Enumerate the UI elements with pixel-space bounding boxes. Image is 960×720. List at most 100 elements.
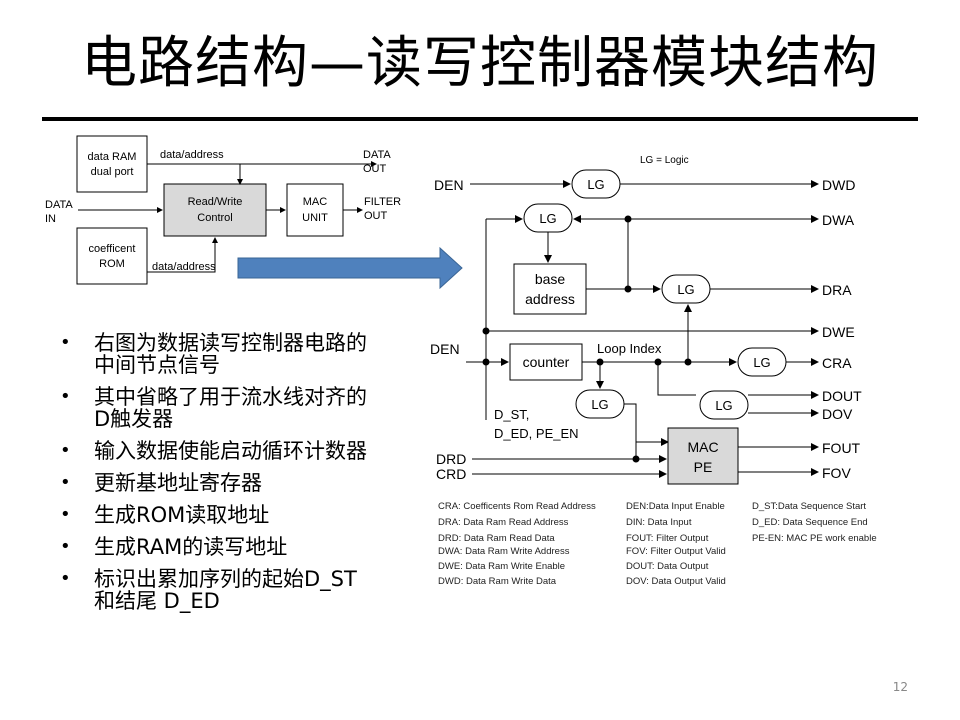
output-dwe: DWE bbox=[822, 324, 855, 340]
data-out-label-1: DATA bbox=[363, 149, 391, 161]
legend-item: DOV: Data Output Valid bbox=[626, 576, 726, 587]
bullet-item: • 生成RAM的读写地址 bbox=[58, 536, 378, 558]
data-in-label-2: IN bbox=[45, 213, 56, 225]
data-out-label-2: OUT bbox=[363, 163, 387, 175]
rw-control-block bbox=[163, 183, 267, 237]
junction-dot bbox=[482, 358, 490, 366]
lg-note: LG = Logic bbox=[640, 155, 689, 166]
output-dra: DRA bbox=[822, 282, 852, 298]
lg-block-dout bbox=[699, 390, 749, 420]
legend-item: DIN: Data Input bbox=[626, 517, 692, 528]
bullet-marker: • bbox=[60, 332, 71, 353]
transition-arrow bbox=[237, 246, 463, 290]
dst-label-1: D_ST, bbox=[494, 407, 529, 422]
bullet-item: • 输入数据使能启动循环计数器 bbox=[58, 440, 378, 462]
bullet-item: • 其中省略了用于流水线对齐的D触发器 bbox=[58, 386, 378, 430]
mac-unit-label-2: UNIT bbox=[302, 212, 328, 224]
output-dout: DOUT bbox=[822, 388, 862, 404]
lg-label: LG bbox=[587, 177, 604, 192]
data-in-label-1: DATA bbox=[45, 199, 73, 211]
dst-label-2: D_ED, PE_EN bbox=[494, 426, 579, 441]
data-ram-label-1: data RAM bbox=[88, 151, 137, 163]
bullet-item: • 右图为数据读写控制器电路的中间节点信号 bbox=[58, 332, 378, 376]
counter-label: counter bbox=[523, 354, 570, 370]
bullet-text: 生成ROM读取地址 bbox=[94, 503, 270, 527]
bullet-list: •右图为数据读写控制器电路的中间节点信号 •其中省略了用于流水线对齐的D触发器 … bbox=[58, 332, 378, 622]
title-divider bbox=[42, 117, 918, 121]
bullet-marker: • bbox=[60, 504, 71, 525]
data-ram-label-2: dual port bbox=[91, 166, 134, 178]
slide-title: 电路结构—读写控制器模块结构 bbox=[81, 31, 879, 96]
coef-rom-block bbox=[76, 227, 148, 285]
mac-pe-label-1: MAC bbox=[687, 439, 718, 455]
input-den-top: DEN bbox=[434, 177, 464, 193]
bullet-marker: • bbox=[60, 536, 71, 557]
base-address-label-2: address bbox=[525, 291, 575, 307]
base-address-label-1: base bbox=[535, 271, 566, 287]
legend-item: DWA: Data Ram Write Address bbox=[438, 546, 570, 557]
output-dwa: DWA bbox=[822, 212, 855, 228]
bullet-text: 其中省略了用于流水线对齐的D触发器 bbox=[94, 385, 367, 431]
filter-out-label-1: FILTER bbox=[364, 196, 401, 208]
loop-index-label: Loop Index bbox=[597, 341, 662, 356]
bottom-bus-label: data/address bbox=[152, 261, 216, 273]
data-out-wire bbox=[239, 163, 370, 184]
bullet-marker: • bbox=[60, 568, 71, 589]
bullet-marker: • bbox=[60, 386, 71, 407]
legend-item: D_ST:Data Sequence Start bbox=[752, 501, 866, 512]
output-fout: FOUT bbox=[822, 440, 861, 456]
coef-rom-label-1: coefficent bbox=[89, 243, 136, 255]
loop-to-dout-lg-wire bbox=[657, 362, 696, 396]
mac-pe-label-2: PE bbox=[694, 459, 713, 475]
rw-control-label-2: Control bbox=[197, 212, 232, 224]
legend-item: DOUT: Data Output bbox=[626, 561, 709, 572]
legend-item: DWE: Data Ram Write Enable bbox=[438, 561, 565, 572]
lg-label: LG bbox=[753, 355, 770, 370]
bullet-text: 生成RAM的读写地址 bbox=[94, 535, 288, 559]
data-ram-block bbox=[76, 135, 148, 193]
mac-pe-block bbox=[667, 427, 739, 485]
dst-to-mac-wire bbox=[624, 403, 637, 460]
input-crd: CRD bbox=[436, 466, 466, 482]
legend-item: FOV: Filter Output Valid bbox=[626, 546, 726, 557]
lg-label: LG bbox=[591, 397, 608, 412]
rom-bus-wire bbox=[147, 237, 218, 273]
legend-item: CRA: Coefficents Rom Read Address bbox=[438, 501, 596, 512]
rw-control-label-1: Read/Write bbox=[188, 196, 243, 208]
top-bus-label: data/address bbox=[160, 149, 224, 161]
output-dwd: DWD bbox=[822, 177, 855, 193]
bullet-item: • 标识出累加序列的起始D_ST 和结尾 D_ED bbox=[58, 568, 378, 612]
bullet-item: • 生成ROM读取地址 bbox=[58, 504, 378, 526]
base-address-block bbox=[513, 263, 587, 315]
bullet-marker: • bbox=[60, 472, 71, 493]
page-number: 12 bbox=[892, 680, 908, 694]
bullet-text: 右图为数据读写控制器电路的中间节点信号 bbox=[94, 331, 367, 377]
bullet-text: 标识出累加序列的起始D_ST 和结尾 D_ED bbox=[94, 567, 357, 613]
input-den: DEN bbox=[430, 341, 460, 357]
bullet-text: 输入数据使能启动循环计数器 bbox=[94, 439, 367, 463]
output-fov: FOV bbox=[822, 465, 851, 481]
legend: CRA: Coefficents Rom Read Address DRA: D… bbox=[438, 501, 877, 587]
mac-unit-label-1: MAC bbox=[303, 196, 328, 208]
legend-item: D_ED: Data Sequence End bbox=[752, 517, 868, 528]
legend-item: PE-EN: MAC PE work enable bbox=[752, 533, 877, 544]
bullet-text: 更新基地址寄存器 bbox=[94, 471, 262, 495]
legend-item: DRA: Data Ram Read Address bbox=[438, 517, 569, 528]
lg-label: LG bbox=[539, 211, 556, 226]
mac-unit-block bbox=[286, 183, 344, 237]
lg-label: LG bbox=[715, 398, 732, 413]
junction-dot bbox=[684, 358, 692, 366]
legend-item: DEN:Data Input Enable bbox=[626, 501, 725, 512]
legend-item: DWD: Data Ram Write Data bbox=[438, 576, 557, 587]
output-cra: CRA bbox=[822, 355, 852, 371]
legend-item: FOUT: Filter Output bbox=[626, 533, 709, 544]
junction-dot bbox=[632, 455, 640, 463]
input-drd: DRD bbox=[436, 451, 466, 467]
coef-rom-label-2: ROM bbox=[99, 258, 125, 270]
bullet-marker: • bbox=[60, 440, 71, 461]
filter-out-label-2: OUT bbox=[364, 210, 388, 222]
output-dov: DOV bbox=[822, 406, 853, 422]
legend-item: DRD: Data Ram Read Data bbox=[438, 533, 555, 544]
bullet-item: • 更新基地址寄存器 bbox=[58, 472, 378, 494]
